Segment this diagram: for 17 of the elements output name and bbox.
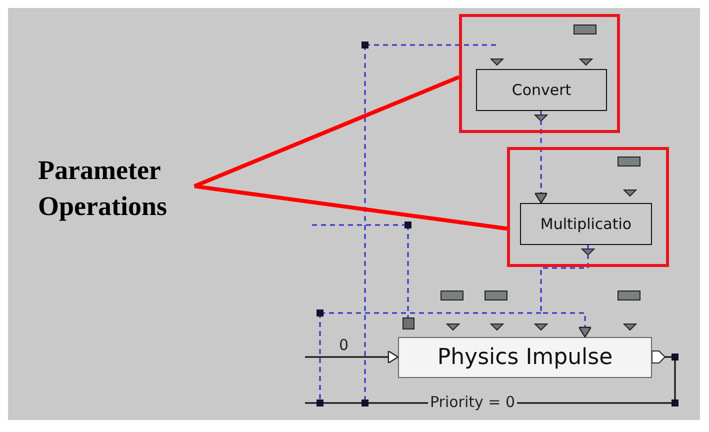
highlight-frame [459,14,620,133]
operation-block [520,203,652,245]
operation-block [476,69,607,111]
parameter-label: 0 [337,337,351,353]
connector [534,111,548,204]
block-title: Physics Impulse [437,345,613,370]
block-title: Convert [512,81,572,99]
leader-line [194,75,460,188]
leader-line [194,184,508,231]
callout-text: Parameter Operations [38,152,208,228]
operation-block [398,337,652,378]
block-title: Multiplicatio [540,215,632,233]
connector [305,350,399,364]
parameter-label: Priority = 0 [428,394,518,410]
highlight-frame [507,147,669,267]
connector [665,356,676,403]
connector [540,245,592,338]
